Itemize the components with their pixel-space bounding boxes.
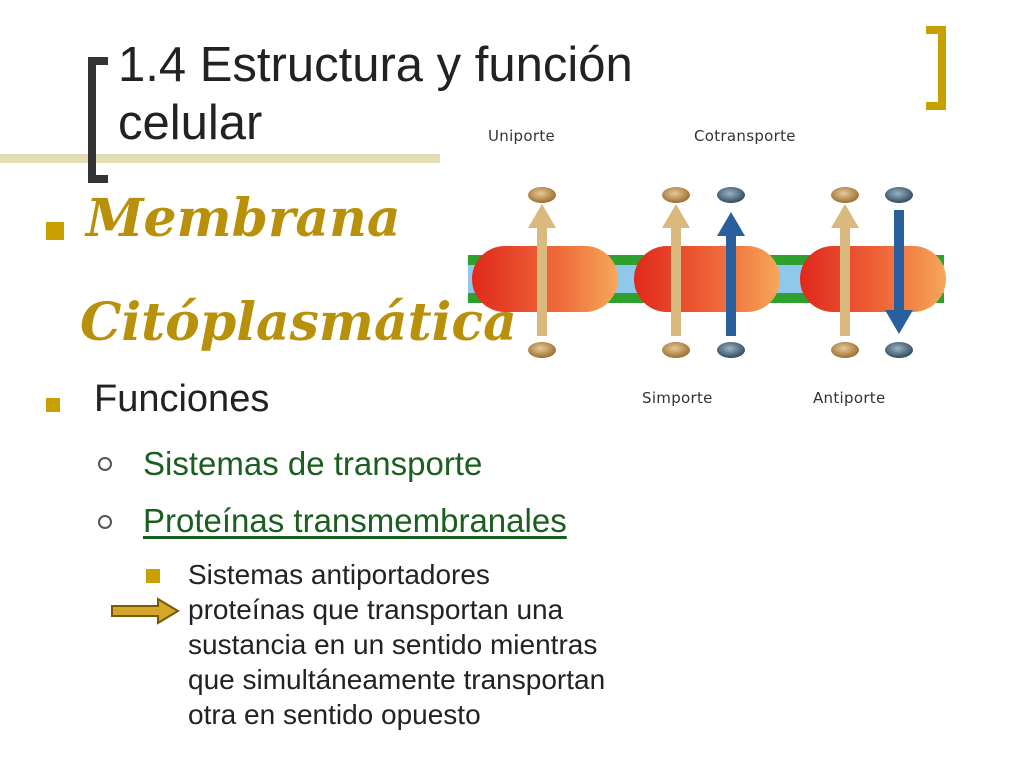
sub1-circle-bullet-icon	[98, 457, 112, 471]
solute-ball	[831, 342, 859, 358]
title-line-1: 1.4 Estructura y función	[118, 38, 633, 92]
paragraph-line: Sistemas antiportadores	[188, 559, 490, 590]
antiporte-arrow-tan-up	[831, 204, 859, 336]
simporte-arrow-tan-up	[662, 204, 690, 336]
right-arrow-icon	[110, 597, 180, 625]
sub-item-transport-systems: Sistemas de transporte	[143, 445, 483, 482]
bracket-left-icon	[88, 57, 108, 183]
heading-membrana: Membrana	[86, 188, 401, 249]
paragraph-line: sustancia en un sentido mientras	[188, 629, 598, 660]
label-cotransporte: Cotransporte	[694, 127, 796, 145]
paragraph-line: que simultáneamente transportan	[188, 664, 606, 695]
label-uniporte: Uniporte	[488, 127, 555, 145]
solute-ball	[831, 187, 859, 203]
antiporte-arrow-blue-down	[885, 210, 913, 334]
slide-title: 1.4 Estructura y función celular	[118, 36, 758, 152]
bracket-right-icon	[926, 26, 946, 110]
solute-ball	[528, 342, 556, 358]
solute-ball	[528, 187, 556, 203]
antiporter-description: Sistemas antiportadores proteínas que tr…	[188, 557, 728, 732]
simporte-arrow-blue-up	[717, 212, 745, 336]
paragraph-line: otra en sentido opuesto	[188, 699, 481, 730]
solute-ball	[662, 187, 690, 203]
protein-simporte	[634, 246, 780, 312]
solute-ball	[717, 187, 745, 203]
label-simporte: Simporte	[642, 389, 713, 407]
heading-bullet-icon	[46, 222, 64, 240]
uniporte-arrow-up	[528, 204, 556, 336]
sub-item-transmembrane-proteins: Proteínas transmembranales	[143, 502, 567, 539]
protein-antiporte	[800, 246, 946, 312]
funciones-label: Funciones	[94, 378, 270, 420]
label-antiporte: Antiporte	[813, 389, 886, 407]
sub2-circle-bullet-icon	[98, 515, 112, 529]
solute-ball	[717, 342, 745, 358]
paragraph-line: proteínas que transportan una	[188, 594, 564, 625]
funciones-bullet-icon	[46, 398, 60, 412]
heading-citoplasmatica: Citóplasmática	[80, 292, 517, 353]
paragraph-bullet-icon	[146, 569, 160, 583]
title-underline-bar	[0, 154, 440, 163]
title-line-2: celular	[118, 96, 263, 150]
solute-ball	[885, 342, 913, 358]
transport-diagram: Uniporte Cotransporte Simporte Antiporte	[436, 118, 1008, 418]
solute-ball	[662, 342, 690, 358]
solute-ball	[885, 187, 913, 203]
